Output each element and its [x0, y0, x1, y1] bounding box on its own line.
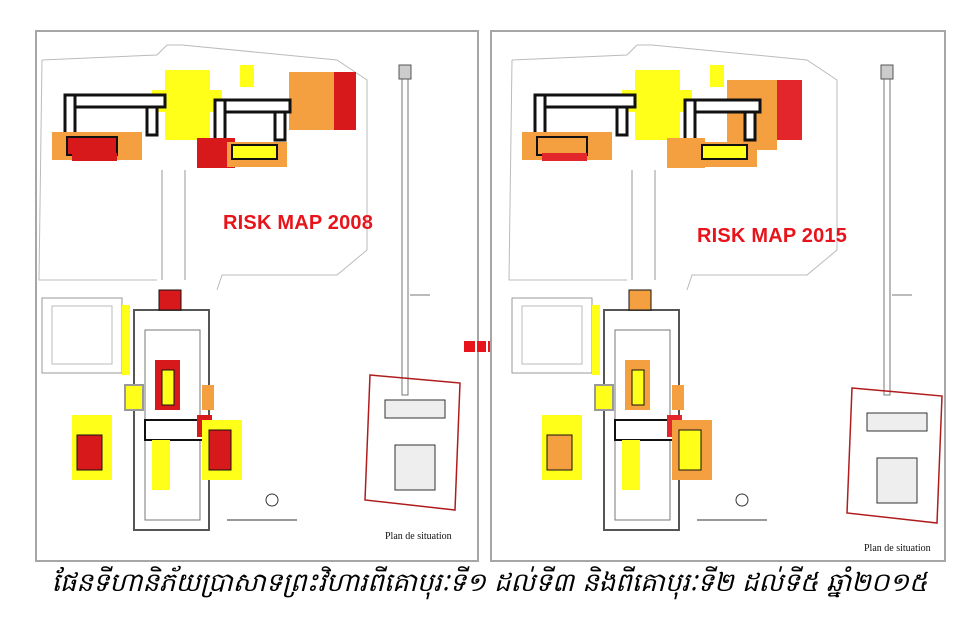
risk-zone-low — [594, 384, 614, 411]
risk-map-2015-title: RISK MAP 2015 — [697, 225, 848, 247]
situation-gopura — [398, 64, 412, 80]
situation-highlight-box — [364, 374, 461, 511]
risk-zone-medium — [672, 385, 684, 410]
risk-zone — [66, 136, 118, 156]
risk-zone-low — [161, 369, 175, 406]
risk-zone-low — [710, 65, 724, 87]
risk-zone — [76, 434, 103, 471]
risk-map-2008-plan — [38, 44, 461, 531]
risk-zone — [546, 434, 573, 471]
risk-zone-medium — [289, 72, 334, 130]
situation-building — [876, 457, 918, 504]
situation-axis — [883, 64, 891, 396]
risk-map-2008-panel: RISK MAP 2008 Plan de situation — [35, 30, 479, 562]
terrace-outline — [38, 59, 157, 281]
gallery-outline — [683, 98, 697, 142]
risk-map-2015-plan — [508, 44, 943, 531]
risk-zone-low — [152, 440, 170, 490]
risk-zone-low — [240, 65, 254, 87]
situation-building — [866, 412, 928, 432]
risk-map-2008-title: RISK MAP 2008 — [223, 212, 374, 234]
gallery-outline — [273, 110, 287, 142]
gallery-outline — [145, 105, 159, 137]
gallery-outline — [533, 93, 637, 109]
gallery-outline — [614, 419, 676, 441]
risk-zone-low — [152, 90, 222, 112]
gallery-outline — [743, 110, 757, 142]
risk-zone-low — [701, 144, 748, 160]
terrace-outline — [41, 44, 368, 291]
risk-map-2015-panel: RISK MAP 2015 Plan de situation — [490, 30, 946, 562]
risk-zone-high — [777, 80, 802, 140]
situation-building — [384, 399, 446, 419]
comparison-arrow-marker — [464, 341, 498, 352]
risk-zone-high — [72, 153, 117, 161]
gallery-outline — [615, 105, 629, 137]
risk-zone-low — [631, 369, 645, 406]
pool-inner — [51, 305, 113, 365]
gopura-risk — [628, 289, 652, 311]
figure-caption: ផែនទីហានិភ័យប្រាសាទព្រះវិហារពីគោបុរៈទី១ … — [51, 568, 928, 598]
situation-plan-label: Plan de situation — [864, 543, 931, 554]
terrace-outline — [511, 44, 838, 291]
risk-zone — [208, 429, 232, 471]
risk-zone-medium — [202, 385, 214, 410]
risk-zone-low — [231, 144, 278, 160]
gallery-outline — [144, 419, 206, 441]
risk-zone-low — [622, 90, 692, 112]
plan-group — [508, 44, 943, 531]
plan-group — [38, 44, 461, 531]
gallery-outline — [533, 93, 547, 137]
terrace-outline — [508, 59, 627, 281]
situation-plan-label: Plan de situation — [385, 531, 452, 542]
situation-axis — [401, 64, 409, 396]
gopura-risk — [158, 289, 182, 311]
compass-icon — [265, 493, 279, 507]
risk-zone-low — [592, 305, 600, 375]
risk-zone-high — [542, 153, 587, 161]
risk-zone-high — [334, 72, 356, 130]
situation-gopura — [880, 64, 894, 80]
compass-icon — [735, 493, 749, 507]
gallery-outline — [213, 98, 227, 142]
gallery-outline — [63, 93, 167, 109]
pool-inner — [521, 305, 583, 365]
gallery-outline — [63, 93, 77, 137]
risk-zone-low — [122, 305, 130, 375]
situation-building — [394, 444, 436, 491]
risk-zone — [536, 136, 588, 156]
risk-zone-low — [622, 440, 640, 490]
risk-zone — [678, 429, 702, 471]
risk-zone-low — [124, 384, 144, 411]
situation-highlight-box — [846, 387, 943, 524]
